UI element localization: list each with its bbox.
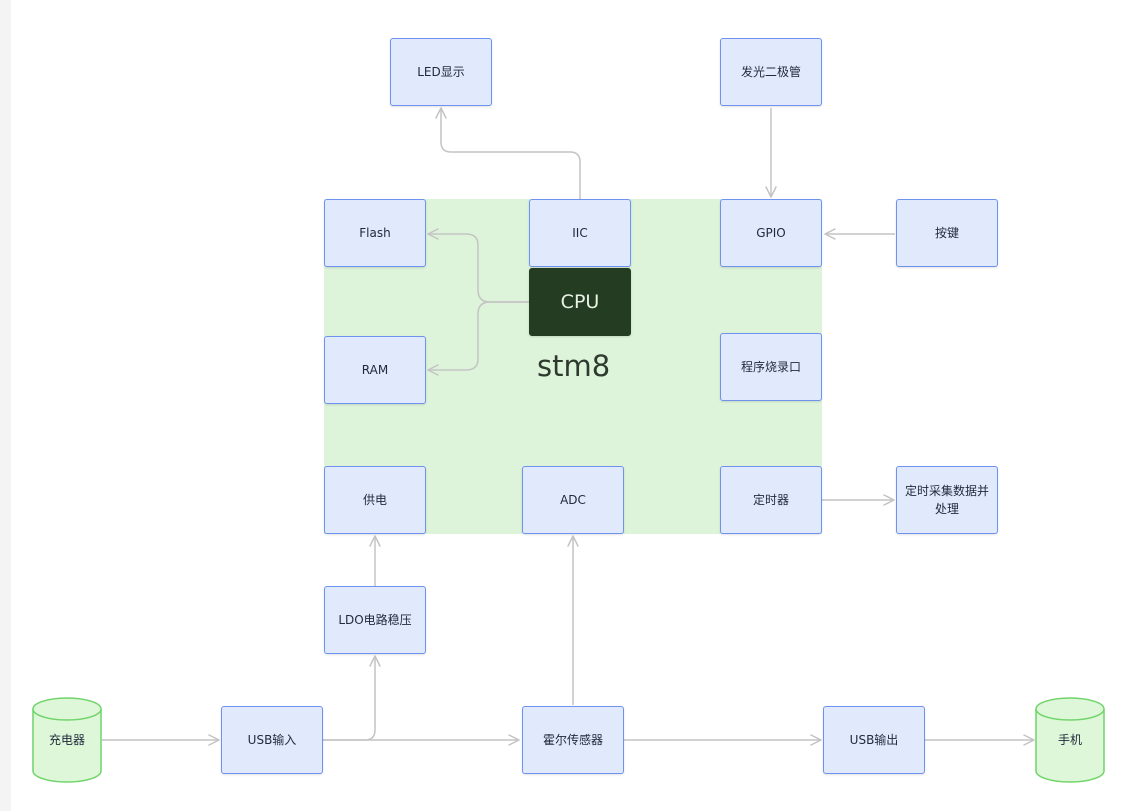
node-button[interactable]: 按键: [896, 199, 998, 267]
node-timer-process[interactable]: 定时采集数据并处理: [896, 466, 998, 534]
node-phone[interactable]: 手机: [1035, 697, 1105, 783]
node-led-display[interactable]: LED显示: [390, 38, 492, 106]
node-gpio[interactable]: GPIO: [720, 199, 822, 267]
stm8-group-label: stm8: [537, 349, 611, 383]
node-adc[interactable]: ADC: [522, 466, 624, 534]
node-timer[interactable]: 定时器: [720, 466, 822, 534]
edge-usb-input-to-ldo: [323, 655, 381, 741]
node-usb-input[interactable]: USB输入: [221, 706, 323, 774]
edge-cpu-to-ram: [427, 301, 529, 376]
node-hall-sensor[interactable]: 霍尔传感器: [522, 706, 624, 774]
node-power-supply[interactable]: 供电: [324, 466, 426, 534]
node-cpu[interactable]: CPU: [529, 268, 631, 336]
node-led-diode[interactable]: 发光二极管: [720, 38, 822, 106]
node-ram[interactable]: RAM: [324, 336, 426, 404]
charger-label: 充电器: [48, 733, 85, 747]
node-programming-port[interactable]: 程序烧录口: [720, 333, 822, 401]
node-charger[interactable]: 充电器: [32, 697, 102, 783]
cylinder-shape: [32, 697, 102, 783]
left-margin-strip: [0, 0, 11, 811]
phone-label: 手机: [1057, 733, 1082, 747]
edge-iic-to-led-display: [435, 107, 581, 199]
node-usb-output[interactable]: USB输出: [823, 706, 925, 774]
node-iic[interactable]: IIC: [529, 199, 631, 267]
edge-cpu-to-flash: [427, 228, 529, 303]
node-ldo[interactable]: LDO电路稳压: [324, 586, 426, 654]
cylinder-shape: [1035, 697, 1105, 783]
node-flash[interactable]: Flash: [324, 199, 426, 267]
